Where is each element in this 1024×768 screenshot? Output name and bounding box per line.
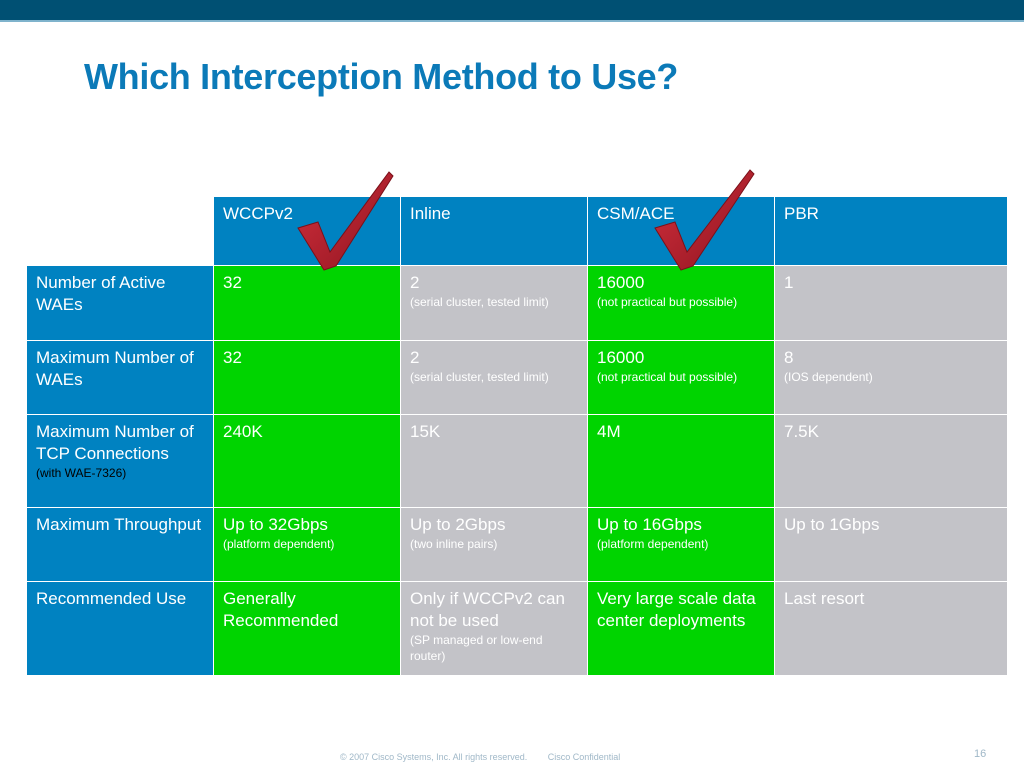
- table-cell: 15K: [400, 414, 588, 508]
- table-cell: 32: [213, 340, 401, 415]
- table-cell: 32: [213, 265, 401, 341]
- cell-note: (SP managed or low-end router): [410, 633, 543, 663]
- footer: © 2007 Cisco Systems, Inc. All rights re…: [340, 752, 620, 762]
- table-cell: Only if WCCPv2 can not be used(SP manage…: [400, 581, 588, 676]
- table-cell: Up to 2Gbps(two inline pairs): [400, 507, 588, 582]
- cell-note: (not practical but possible): [597, 370, 738, 384]
- table-cell: 1: [774, 265, 1008, 341]
- column-header-wccpv2: WCCPv2: [213, 196, 401, 266]
- column-header-pbr: PBR: [774, 196, 1008, 266]
- row-label: Recommended Use: [26, 581, 214, 676]
- corner-cell: [26, 196, 214, 266]
- table-cell: Up to 1Gbps: [774, 507, 1008, 582]
- table-cell: 2(serial cluster, tested limit): [400, 265, 588, 341]
- row-label: Maximum Number of TCP Connections(with W…: [26, 414, 214, 508]
- cell-note: (serial cluster, tested limit): [410, 295, 549, 309]
- table-row: Maximum Throughput Up to 32Gbps(platform…: [26, 507, 1008, 582]
- table-row: Maximum Number of TCP Connections(with W…: [26, 414, 1008, 508]
- comparison-table: WCCPv2 Inline CSM/ACE PBR Number of Acti…: [26, 196, 1008, 676]
- footer-confidential: Cisco Confidential: [547, 752, 621, 762]
- top-bar: [0, 0, 1024, 20]
- slide-title: Which Interception Method to Use?: [84, 56, 679, 97]
- top-bar-divider: [0, 20, 1024, 22]
- cell-note: (platform dependent): [597, 537, 709, 551]
- cell-note: (not practical but possible): [597, 295, 738, 309]
- cell-note: (IOS dependent): [784, 370, 873, 384]
- table-cell: 8(IOS dependent): [774, 340, 1008, 415]
- table-cell: Last resort: [774, 581, 1008, 676]
- row-label: Number of Active WAEs: [26, 265, 214, 341]
- table-cell: 2(serial cluster, tested limit): [400, 340, 588, 415]
- table-cell: 16000(not practical but possible): [587, 340, 775, 415]
- cell-note: (platform dependent): [223, 537, 335, 551]
- footer-copyright: © 2007 Cisco Systems, Inc. All rights re…: [340, 752, 528, 762]
- column-header-csm-ace: CSM/ACE: [587, 196, 775, 266]
- table-header-row: WCCPv2 Inline CSM/ACE PBR: [26, 196, 1008, 266]
- table-cell: 16000(not practical but possible): [587, 265, 775, 341]
- column-header-inline: Inline: [400, 196, 588, 266]
- table-cell: 4M: [587, 414, 775, 508]
- table-cell: 240K: [213, 414, 401, 508]
- table-cell: Up to 16Gbps(platform dependent): [587, 507, 775, 582]
- row-label: Maximum Throughput: [26, 507, 214, 582]
- table-cell: Very large scale data center deployments: [587, 581, 775, 676]
- row-label-note: (with WAE-7326): [36, 466, 127, 480]
- cell-note: (two inline pairs): [410, 537, 498, 551]
- table-cell: Generally Recommended: [213, 581, 401, 676]
- table-cell: Up to 32Gbps(platform dependent): [213, 507, 401, 582]
- row-label: Maximum Number of WAEs: [26, 340, 214, 415]
- table-row: Recommended Use Generally Recommended On…: [26, 581, 1008, 676]
- page-number: 16: [974, 748, 987, 760]
- table-row: Maximum Number of WAEs 32 2(serial clust…: [26, 340, 1008, 415]
- table-cell: 7.5K: [774, 414, 1008, 508]
- table-row: Number of Active WAEs 32 2(serial cluste…: [26, 265, 1008, 341]
- cell-note: (serial cluster, tested limit): [410, 370, 549, 384]
